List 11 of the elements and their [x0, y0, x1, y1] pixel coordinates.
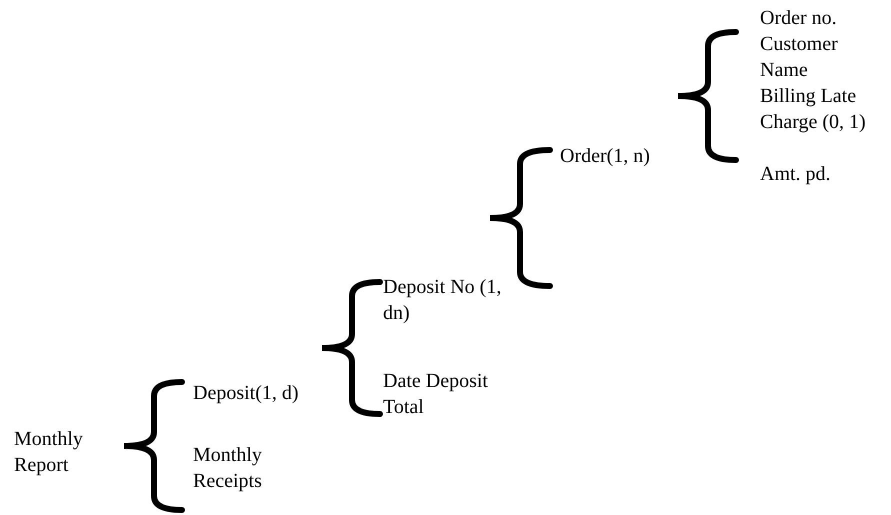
data-item-label: Customer Name — [760, 33, 838, 81]
data-item-label: Monthly Report — [14, 428, 83, 476]
data-item-label: Monthly Receipts — [193, 444, 262, 492]
data-item-label: Total — [383, 396, 424, 418]
data-item-label: Order no. — [760, 7, 837, 29]
data-item-label: Deposit No (1, dn) — [383, 276, 502, 324]
data-item-label: Date Deposit — [383, 370, 488, 392]
data-item-label: Deposit(1, d) — [193, 382, 299, 404]
data-item-label: Billing Late Charge (0, 1) — [760, 85, 866, 133]
data-item-label: Order(1, n) — [560, 145, 650, 167]
data-item-label: Amt. pd. — [760, 163, 831, 185]
